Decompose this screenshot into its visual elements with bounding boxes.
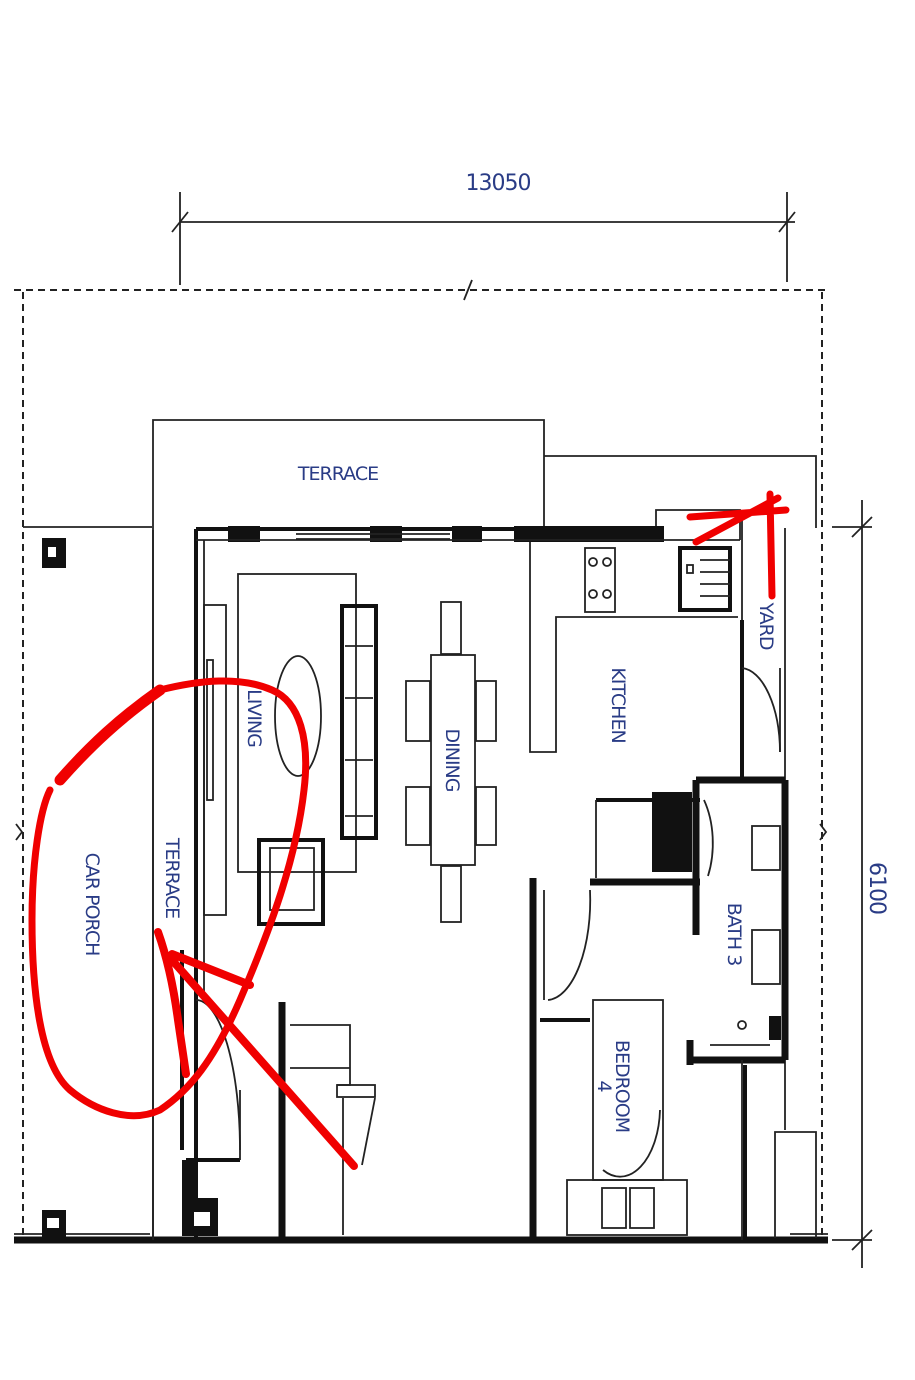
width-dimension-label: 13050 xyxy=(466,171,531,196)
bedroom-4 xyxy=(566,999,688,1236)
terrace-top-label: TERRACE xyxy=(297,463,378,485)
dining-furniture xyxy=(405,601,497,923)
depth-dimension: 6100 xyxy=(832,500,889,1268)
terrace-side-label: TERRACE xyxy=(161,837,183,918)
bedroom-number-label: 4 xyxy=(593,1080,615,1092)
entrance-arrow xyxy=(154,928,358,1170)
bath-3 xyxy=(595,776,789,1065)
width-dimension: 13050 xyxy=(171,171,796,285)
yard-label: YARD xyxy=(755,602,777,650)
depth-dimension-label: 6100 xyxy=(864,862,889,914)
car-porch-label: CAR PORCH xyxy=(81,853,103,956)
bath-3-label: BATH 3 xyxy=(723,903,745,966)
living-label: LIVING xyxy=(243,689,265,747)
living-furniture xyxy=(203,573,378,926)
stair-entrance xyxy=(180,950,376,1240)
red-markup xyxy=(28,490,790,1170)
kitchen-label: KITCHEN xyxy=(607,667,629,742)
yard-arrow xyxy=(686,490,790,600)
interior-walls xyxy=(529,878,747,1240)
exterior-walls xyxy=(194,509,817,1240)
room-labels: TERRACE LIVING DINING KITCHEN YARD CAR P… xyxy=(81,463,777,1132)
kitchen-fittings xyxy=(529,542,781,780)
plot-boundary xyxy=(14,279,828,1240)
top-terrace xyxy=(152,419,817,1240)
dining-label: DINING xyxy=(441,729,463,792)
car-porch-circle xyxy=(28,677,310,1120)
bedroom-label: BEDROOM xyxy=(611,1040,633,1132)
